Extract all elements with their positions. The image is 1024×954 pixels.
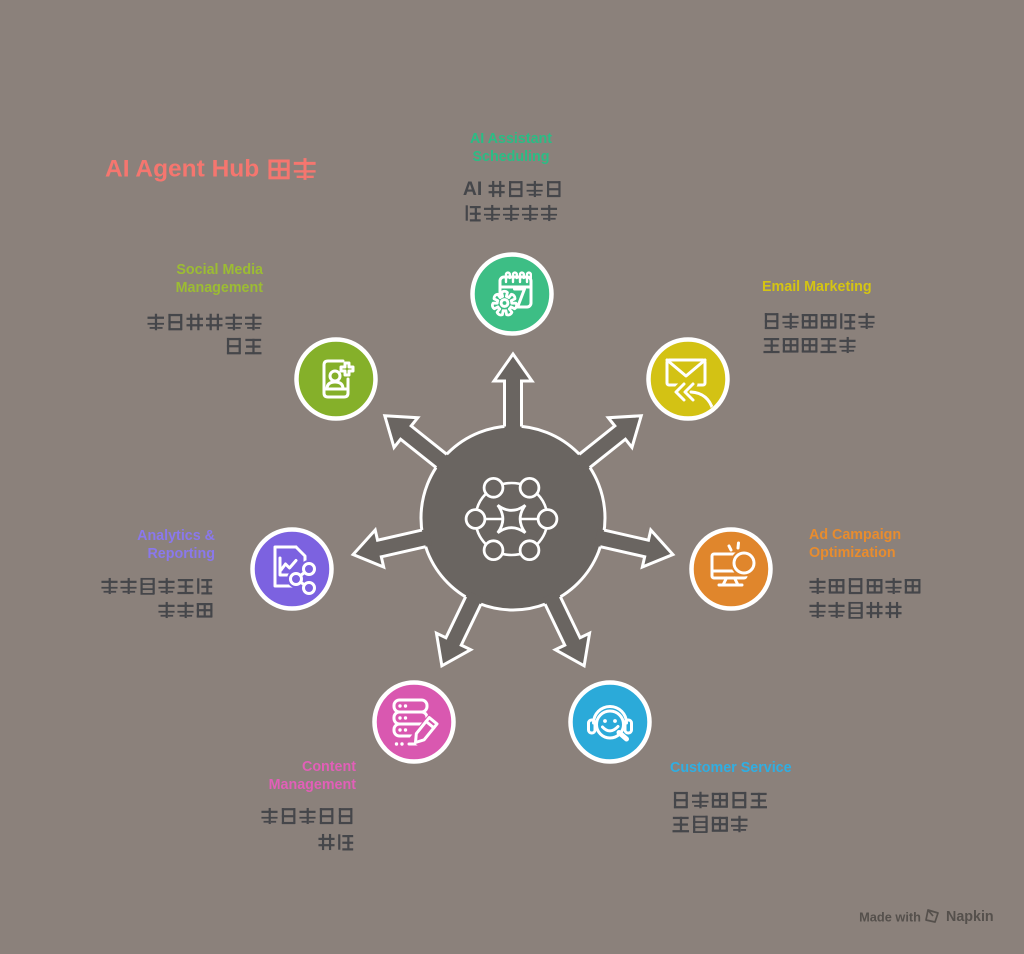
- svg-text:Optimization: Optimization: [809, 545, 896, 561]
- svg-text:Reporting: Reporting: [147, 546, 215, 562]
- svg-text:Email Marketing: Email Marketing: [762, 279, 872, 295]
- svg-text:Made with: Made with: [859, 910, 921, 925]
- svg-text:Customer Service: Customer Service: [670, 760, 792, 776]
- svg-text:Napkin: Napkin: [946, 909, 994, 925]
- svg-text:AI: AI: [463, 178, 482, 200]
- svg-text:AI Agent Hub: AI Agent Hub: [105, 156, 259, 183]
- svg-text:Management: Management: [269, 777, 357, 793]
- svg-text:AI Assistant: AI Assistant: [470, 131, 552, 147]
- svg-text:Ad Campaign: Ad Campaign: [809, 527, 901, 543]
- svg-text:Scheduling: Scheduling: [472, 149, 549, 165]
- svg-text:Social Media: Social Media: [176, 262, 264, 278]
- svg-text:Content: Content: [302, 759, 356, 775]
- svg-text:Analytics &: Analytics &: [137, 528, 215, 544]
- svg-text:Management: Management: [176, 280, 264, 296]
